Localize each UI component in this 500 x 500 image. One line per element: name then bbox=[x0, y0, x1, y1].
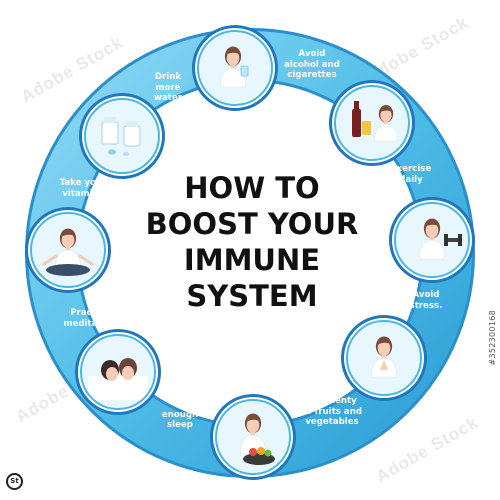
hair-fringe bbox=[379, 108, 393, 113]
stock-logo-icon: St bbox=[6, 473, 23, 490]
title-line: IMMUNE bbox=[183, 243, 321, 277]
tip-label-meditation: Practice meditation bbox=[63, 308, 117, 329]
neck bbox=[429, 236, 435, 241]
title-line: SYSTEM bbox=[186, 279, 318, 313]
neck bbox=[250, 431, 256, 436]
avoid-alcohol-illustration bbox=[352, 101, 398, 142]
avoid-alcohol-illustration-circle bbox=[329, 80, 415, 166]
hair-fringe bbox=[60, 232, 76, 237]
neck bbox=[65, 246, 71, 251]
face bbox=[246, 417, 260, 433]
dumbbell-weight bbox=[444, 234, 448, 246]
apple-icon bbox=[249, 448, 257, 456]
dumbbell-weight bbox=[458, 234, 462, 246]
arm bbox=[42, 254, 58, 266]
tip-label-sleep: Get enough sleep bbox=[161, 399, 199, 430]
sleep-illustration-circle bbox=[75, 329, 161, 415]
sleep-illustration bbox=[88, 358, 148, 400]
crossed-legs bbox=[46, 264, 90, 276]
circle-fill bbox=[84, 98, 160, 174]
vitamin-bottle-icon bbox=[123, 125, 141, 147]
title-line: BOOST YOUR bbox=[145, 207, 359, 241]
vitamins-illustration-circle bbox=[79, 93, 165, 179]
circle-fill bbox=[334, 85, 410, 161]
shirt bbox=[220, 67, 246, 88]
tip-label-stress: Avoid stress. bbox=[409, 290, 443, 311]
meditation-illustration bbox=[42, 228, 94, 276]
fruits-vegetables-illustration-circle bbox=[210, 394, 296, 480]
vitamin-bottle-icon bbox=[101, 121, 119, 145]
tip-label-water: Drink more water bbox=[154, 72, 182, 103]
orange-icon bbox=[257, 447, 265, 455]
face bbox=[106, 367, 118, 381]
tip-label-alcohol: Avoid alcohol and cigarettes bbox=[284, 49, 340, 80]
face bbox=[61, 232, 75, 248]
drink-water-illustration-circle bbox=[192, 25, 278, 111]
shirt bbox=[419, 239, 445, 260]
bottle-neck bbox=[354, 101, 359, 110]
tip-label-vitamins: Take your vitamins bbox=[59, 178, 107, 199]
beer-glass-icon bbox=[362, 121, 371, 135]
drink-water-illustration bbox=[220, 46, 249, 88]
title-line: HOW TO bbox=[184, 171, 320, 205]
hair-fringe bbox=[245, 417, 261, 422]
avoid-stress-illustration-circle bbox=[341, 315, 427, 401]
neck bbox=[384, 121, 388, 125]
bed-sheet bbox=[88, 376, 148, 400]
neck bbox=[230, 64, 236, 69]
face bbox=[380, 108, 392, 123]
face bbox=[425, 222, 439, 238]
pill-icon bbox=[123, 152, 129, 156]
face bbox=[122, 366, 134, 380]
arm bbox=[78, 254, 94, 266]
praying-hands bbox=[380, 360, 388, 370]
exercise-illustration-circle bbox=[389, 197, 475, 283]
water-glass-icon bbox=[240, 65, 249, 77]
hair-fringe bbox=[424, 222, 440, 227]
neck bbox=[381, 354, 387, 359]
page-title: HOW TO BOOST YOUR IMMUNE SYSTEM bbox=[120, 170, 384, 314]
wine-bottle-icon bbox=[352, 109, 361, 137]
tip-label-exercise: Exercise daily bbox=[390, 164, 432, 185]
dumbbell-icon bbox=[446, 238, 460, 242]
meditation-illustration-circle bbox=[25, 207, 111, 293]
shirt bbox=[374, 123, 398, 142]
bottle-cap-icon bbox=[104, 117, 116, 123]
vitamins-illustration bbox=[101, 117, 141, 156]
stock-id: #352300168 bbox=[488, 310, 497, 366]
hair-fringe bbox=[376, 340, 392, 345]
face bbox=[226, 50, 240, 66]
lime-icon bbox=[264, 449, 272, 457]
exercise-illustration bbox=[419, 218, 462, 260]
bottle-cap-icon bbox=[126, 121, 138, 127]
fruits-vegetables-illustration bbox=[240, 413, 275, 465]
pill-icon bbox=[108, 149, 116, 155]
tip-label-fruits: Eat plenty of fruits and vegetables bbox=[302, 396, 362, 427]
hair-fringe bbox=[225, 50, 241, 55]
face bbox=[377, 340, 391, 356]
avoid-stress-illustration bbox=[371, 336, 397, 378]
